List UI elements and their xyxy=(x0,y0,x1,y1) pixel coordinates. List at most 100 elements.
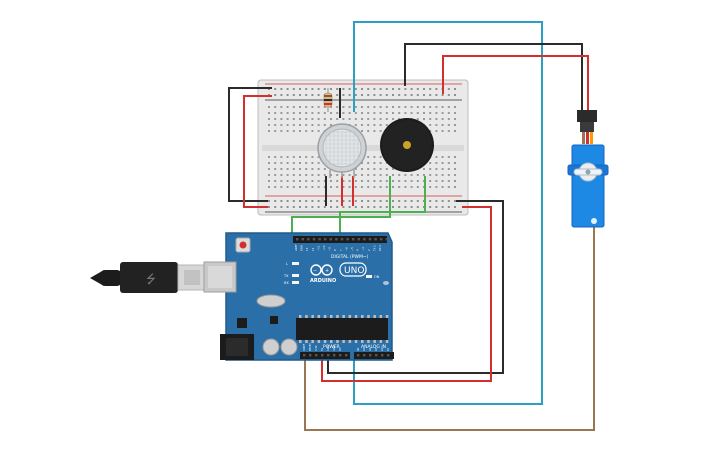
header-pin[interactable] xyxy=(387,354,390,357)
arduino-uno[interactable]: L TX RX ON DIGITAL (PWM~) POWER ANALOG I… xyxy=(203,232,394,361)
breadboard-hole xyxy=(330,88,332,90)
header-pin[interactable] xyxy=(296,238,299,241)
header-pin[interactable] xyxy=(327,354,330,357)
breadboard-hole xyxy=(392,206,394,208)
header-pin[interactable] xyxy=(385,238,388,241)
breadboard-hole xyxy=(311,130,314,132)
header-pin[interactable] xyxy=(357,354,360,357)
breadboard-hole xyxy=(423,88,425,90)
breadboard-hole xyxy=(429,174,432,176)
breadboard-hole xyxy=(311,200,314,202)
gas-sensor[interactable] xyxy=(317,123,367,178)
breadboard-hole xyxy=(299,206,301,208)
analog-header[interactable] xyxy=(354,352,394,359)
header-pin[interactable] xyxy=(307,238,310,241)
breadboard-hole xyxy=(299,94,301,96)
breadboard-hole xyxy=(429,168,432,170)
breadboard-hole xyxy=(330,124,332,126)
header-pin[interactable] xyxy=(301,238,304,241)
breadboard-hole xyxy=(311,118,314,120)
header-pin[interactable] xyxy=(363,354,366,357)
wires xyxy=(228,21,595,431)
header-pin[interactable] xyxy=(318,238,321,241)
header-pin[interactable] xyxy=(375,354,378,357)
breadboard-hole xyxy=(354,186,357,188)
breadboard-hole xyxy=(385,206,388,208)
header-pin[interactable] xyxy=(315,354,318,357)
header-pin[interactable] xyxy=(321,354,324,357)
breadboard-hole xyxy=(410,186,413,188)
wire-black-servo[interactable] xyxy=(404,43,583,110)
wire-black-power[interactable] xyxy=(327,200,504,374)
breadboard-hole xyxy=(317,186,320,188)
header-pin[interactable] xyxy=(340,238,344,241)
breadboard-hole xyxy=(454,124,456,126)
chip-pin xyxy=(330,315,333,318)
breadboard-hole xyxy=(292,162,295,164)
power-header[interactable] xyxy=(300,352,350,359)
header-pin[interactable] xyxy=(374,238,377,241)
breadboard-hole xyxy=(454,174,456,176)
header-pin[interactable] xyxy=(352,238,355,241)
header-pin[interactable] xyxy=(309,354,312,357)
breadboard-hole xyxy=(348,186,351,188)
wire-blue[interactable] xyxy=(353,21,543,405)
header-pin[interactable] xyxy=(369,354,372,357)
breadboard-hole xyxy=(292,94,295,96)
breadboard-hole xyxy=(336,112,339,114)
breadboard-hole xyxy=(286,206,289,208)
header-pin[interactable] xyxy=(345,354,348,357)
chip-pin xyxy=(361,315,364,318)
breadboard-hole xyxy=(311,124,314,126)
breadboard-hole xyxy=(441,200,444,202)
breadboard-hole xyxy=(311,206,314,208)
breadboard-hole xyxy=(441,106,444,108)
piezo-buzzer[interactable] xyxy=(380,118,434,172)
wire-black-left[interactable] xyxy=(228,87,272,202)
header-pin[interactable] xyxy=(368,238,372,241)
breadboard-hole xyxy=(447,124,450,126)
header-pin[interactable] xyxy=(381,354,384,357)
breadboard-hole xyxy=(286,106,289,108)
breadboard-hole xyxy=(274,162,277,164)
resistor[interactable] xyxy=(323,88,333,112)
breadboard-hole xyxy=(429,112,432,114)
on-label: ON xyxy=(374,275,380,279)
wire-brown-servo-signal[interactable] xyxy=(304,222,595,431)
header-pin[interactable] xyxy=(339,354,342,357)
breadboard-hole xyxy=(373,124,376,126)
breadboard-hole xyxy=(416,112,419,114)
breadboard-hole xyxy=(361,130,363,132)
wire-red-servo[interactable] xyxy=(442,55,589,110)
breadboard-hole xyxy=(330,106,332,108)
header-pin[interactable] xyxy=(333,354,336,357)
header-pin[interactable] xyxy=(335,238,338,241)
breadboard-hole xyxy=(323,168,326,170)
header-pin[interactable] xyxy=(303,354,306,357)
usb-cable[interactable]: ⭍ xyxy=(90,262,207,293)
header-pin[interactable] xyxy=(346,238,349,241)
wire-red-left[interactable] xyxy=(243,95,272,208)
header-pin[interactable] xyxy=(363,238,366,241)
breadboard-hole xyxy=(454,112,456,114)
micro-servo[interactable] xyxy=(567,110,609,228)
pin-label: 3.3V xyxy=(315,345,318,351)
pin-label: A1 xyxy=(363,347,366,351)
breadboard-hole xyxy=(435,118,438,120)
wire-green-2[interactable] xyxy=(339,176,426,240)
breadboard-hole xyxy=(367,124,370,126)
breadboard-hole xyxy=(435,186,438,188)
header-pin[interactable] xyxy=(357,238,360,241)
header-pin[interactable] xyxy=(312,238,316,241)
led-label-tx: TX xyxy=(283,274,289,278)
breadboard-hole xyxy=(274,156,277,158)
breadboard-hole xyxy=(379,88,382,90)
header-pin[interactable] xyxy=(329,238,332,241)
wire-red-power[interactable] xyxy=(321,206,492,382)
breadboard-hole xyxy=(379,200,382,202)
header-pin[interactable] xyxy=(324,238,327,241)
header-pin[interactable] xyxy=(380,238,383,241)
breadboard-hole xyxy=(447,168,450,170)
digital-header[interactable] xyxy=(293,236,387,243)
breadboard-hole xyxy=(268,168,270,170)
